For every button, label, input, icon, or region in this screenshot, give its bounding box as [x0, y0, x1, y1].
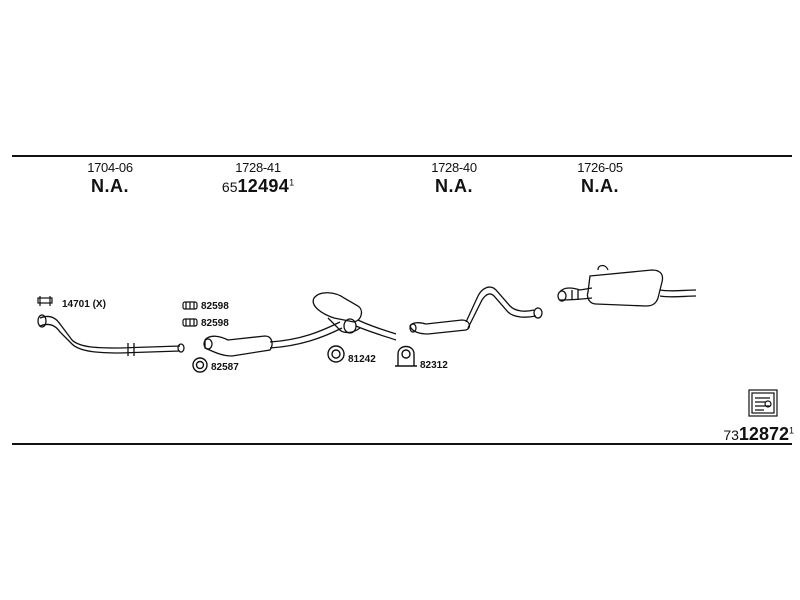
- clamp-82598-icon-1: [182, 301, 198, 310]
- column-2-part-main: 12494: [237, 176, 290, 196]
- column-1-status: N.A.: [91, 176, 129, 196]
- column-3-code: 1728-40: [431, 160, 477, 175]
- accessory-label-4: 82587: [211, 362, 239, 373]
- column-4: 1726-05 N.A.: [530, 160, 670, 197]
- column-2-code: 1728-41: [235, 160, 281, 175]
- column-2: 1728-41 65124941: [188, 160, 328, 197]
- gasket-81242-icon: [327, 345, 345, 363]
- gasket-82587-icon: [192, 357, 208, 373]
- rear-silencer-part: [557, 264, 697, 307]
- top-rule: [12, 155, 792, 157]
- column-4-code: 1726-05: [577, 160, 623, 175]
- column-1: 1704-06 N.A.: [40, 160, 180, 197]
- front-pipe-part: [37, 314, 185, 356]
- intermediate-pipe-part: [409, 286, 543, 335]
- clamp-14701-icon: [37, 296, 53, 306]
- footer-part-suffix: 1: [788, 425, 794, 436]
- u-clamp-82312-icon: [395, 345, 417, 367]
- manual-book-icon: [748, 389, 778, 417]
- column-2-part-number: 65124941: [188, 176, 328, 197]
- accessory-label-3: 82598: [201, 318, 229, 329]
- centre-silencer-part: [312, 292, 397, 341]
- column-2-part-prefix: 65: [221, 179, 238, 195]
- column-4-status: N.A.: [581, 176, 619, 196]
- footer-part-prefix: 73: [723, 427, 739, 443]
- column-2-part-suffix: 1: [289, 177, 295, 188]
- column-3: 1728-40 N.A.: [384, 160, 524, 197]
- footer-part-main: 12872: [738, 424, 789, 444]
- clamp-82598-icon-2: [182, 318, 198, 327]
- column-1-code: 1704-06: [87, 160, 133, 175]
- bottom-rule: [12, 443, 792, 445]
- accessory-label-2: 82598: [201, 301, 229, 312]
- accessory-label-1: 14701 (X): [62, 299, 106, 310]
- accessory-label-5: 81242: [348, 354, 376, 365]
- column-3-status: N.A.: [435, 176, 473, 196]
- footer-part-number: 73128721: [723, 424, 794, 445]
- accessory-label-6: 82312: [420, 360, 448, 371]
